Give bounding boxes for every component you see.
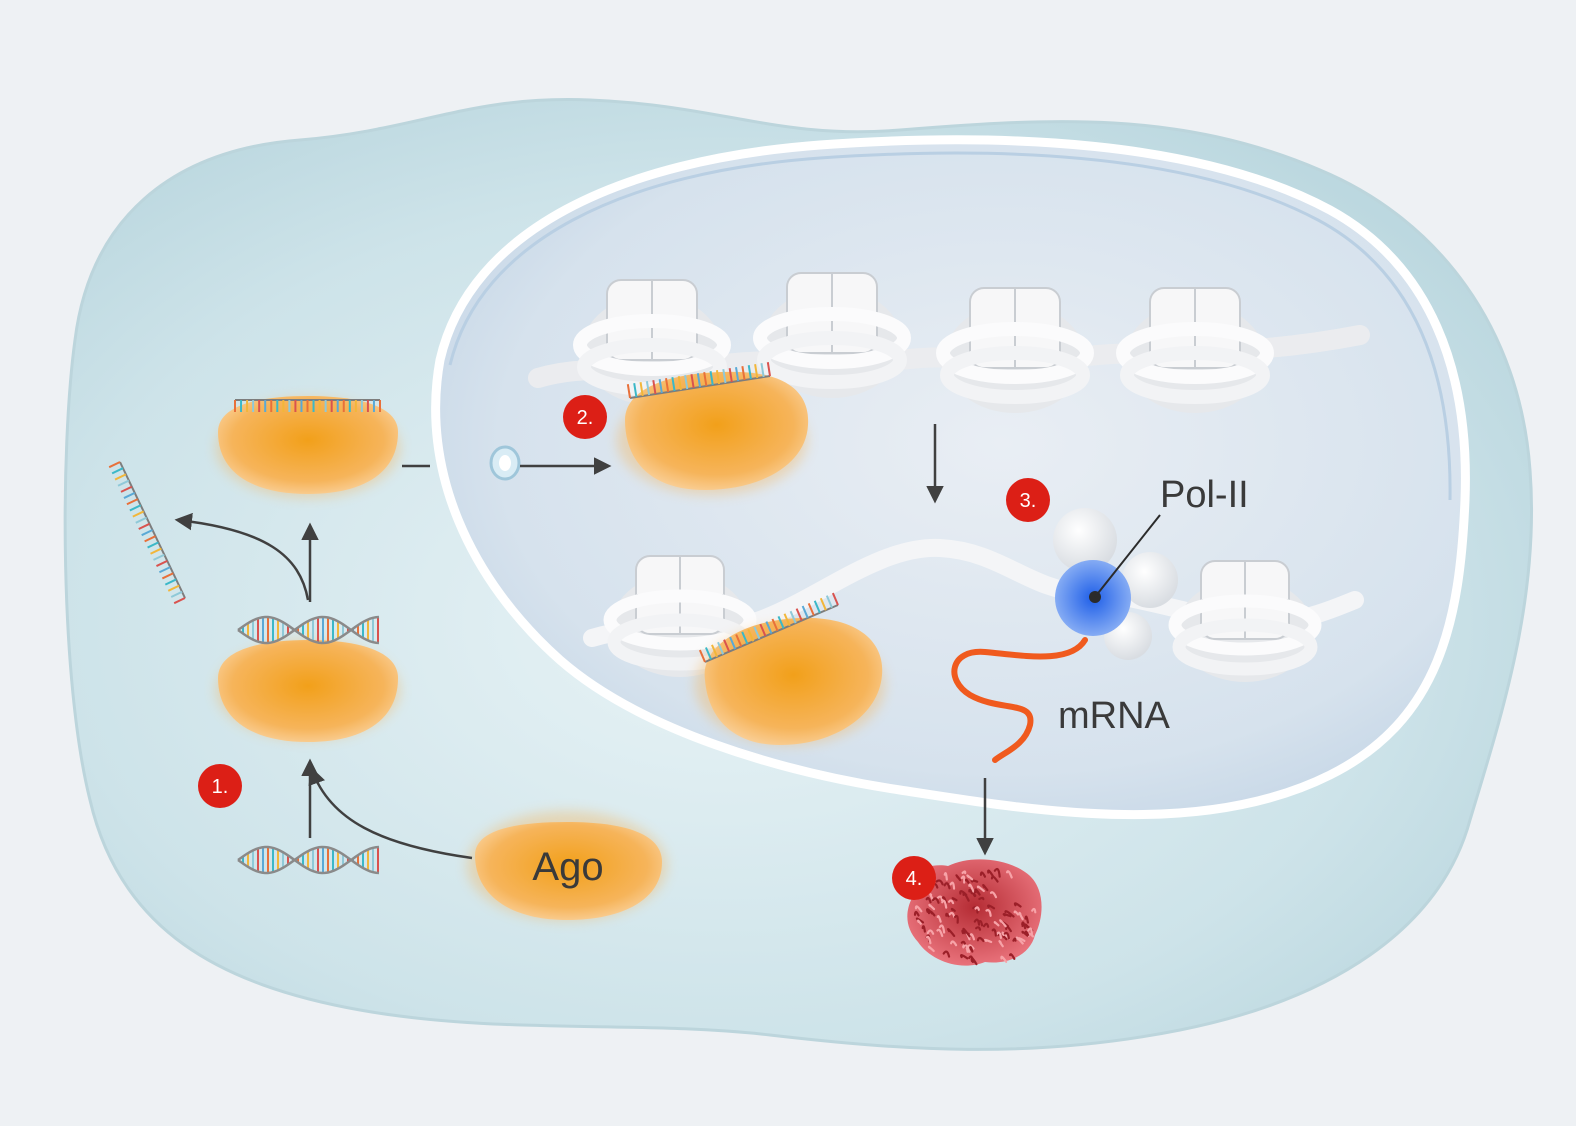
ago-protein-free	[475, 822, 662, 920]
pathway-arrows	[174, 424, 994, 860]
svg-text:4.: 4.	[906, 868, 923, 890]
svg-text:2.: 2.	[577, 407, 594, 429]
passenger-strand	[108, 461, 186, 605]
nucleus-inner-rim	[448, 151, 1452, 501]
nucleosome	[936, 287, 1094, 413]
nucleosome	[753, 272, 911, 398]
nucleosome	[1116, 287, 1274, 413]
ago-complex-loaded	[218, 396, 398, 494]
svg-text:1.: 1.	[212, 776, 229, 798]
mrna-label: mRNA	[1058, 695, 1171, 737]
guide-rna-loaded	[234, 399, 381, 412]
ago-complex-chromatin	[625, 371, 809, 490]
dsrna-on-ago	[237, 615, 380, 645]
step-badge-4: 4.	[892, 856, 936, 900]
guide-rna-lower	[698, 592, 839, 663]
protein-aggregate	[907, 859, 1042, 966]
pol-ii-label: Pol-II	[1160, 474, 1249, 516]
arrow-passenger-release	[174, 512, 310, 601]
ago-label: Ago	[532, 845, 603, 889]
arrow-ago-joins	[308, 766, 473, 860]
nucleosome	[1168, 560, 1322, 682]
pol-ii-complex	[1053, 508, 1178, 660]
step-badge-1: 1.	[198, 764, 242, 808]
dsrna-free	[237, 845, 380, 875]
guide-rna-bound	[626, 362, 771, 399]
svg-text:3.: 3.	[1020, 490, 1037, 512]
step-badge-2: 2.	[563, 395, 607, 439]
step-badge-3: 3.	[1006, 478, 1050, 522]
pol-ii-leader-line	[1094, 514, 1161, 598]
ago-complex-duplex	[218, 640, 398, 742]
mrna-strand	[951, 637, 1088, 763]
ago-complex-lower	[704, 617, 883, 745]
